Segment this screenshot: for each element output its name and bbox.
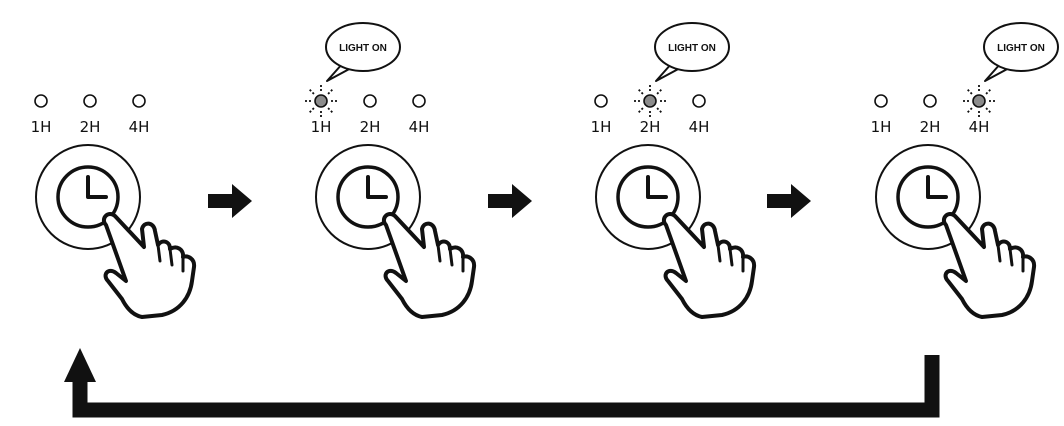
timer-step-1: 1H 2H 4H [31,94,197,319]
light-on-bubble: LIGHT ON [654,22,730,82]
loop-back-arrow [64,348,940,418]
timer-label-1h: 1H [31,118,52,136]
led-glow-icon [305,85,337,117]
timer-step-4: 1H 2H 4H LIGHT ON [871,22,1059,319]
timer-label-1h: 1H [591,118,612,136]
timer-label-4h: 4H [409,118,430,136]
timer-label-4h: 4H [129,118,150,136]
arrow-up-head [64,348,96,382]
light-on-text: LIGHT ON [339,43,387,54]
led-4h [692,94,706,108]
led-4h [412,94,426,108]
clock-icon [336,165,400,229]
step-arrow-2 [488,184,532,218]
light-on-bubble: LIGHT ON [325,22,401,82]
led-2h [923,94,937,108]
clock-icon [896,165,960,229]
pointing-hand-icon [101,212,197,319]
timer-step-3: 1H 2H 4H LIGHT ON [591,22,757,319]
pointing-hand-icon [941,212,1037,319]
led-4h [132,94,146,108]
timer-button[interactable] [35,144,141,250]
timer-label-2h: 2H [360,118,381,136]
light-on-text: LIGHT ON [997,43,1045,54]
led-4h [972,94,986,108]
pointing-hand-icon [381,212,477,319]
timer-label-4h: 4H [969,118,990,136]
light-on-text: LIGHT ON [668,43,716,54]
led-1h [34,94,48,108]
led-glow-icon [634,85,666,117]
led-1h [594,94,608,108]
led-1h [874,94,888,108]
timer-label-1h: 1H [871,118,892,136]
timer-label-4h: 4H [689,118,710,136]
clock-icon [56,165,120,229]
led-2h [363,94,377,108]
led-glow-icon [963,85,995,117]
pointing-hand-icon [661,212,757,319]
arrow-right-icon [488,184,532,218]
timer-step-2: 1H 2H 4H LIGHT ON [305,22,477,319]
led-1h [314,94,328,108]
timer-label-2h: 2H [640,118,661,136]
step-arrow-1 [208,184,252,218]
arrow-right-icon [208,184,252,218]
clock-icon [616,165,680,229]
led-2h [643,94,657,108]
timer-label-1h: 1H [311,118,332,136]
led-2h [83,94,97,108]
step-arrow-3 [767,184,811,218]
light-on-bubble: LIGHT ON [983,22,1059,82]
return-arrow-icon [72,355,940,418]
timer-label-2h: 2H [920,118,941,136]
timer-label-2h: 2H [80,118,101,136]
arrow-right-icon [767,184,811,218]
